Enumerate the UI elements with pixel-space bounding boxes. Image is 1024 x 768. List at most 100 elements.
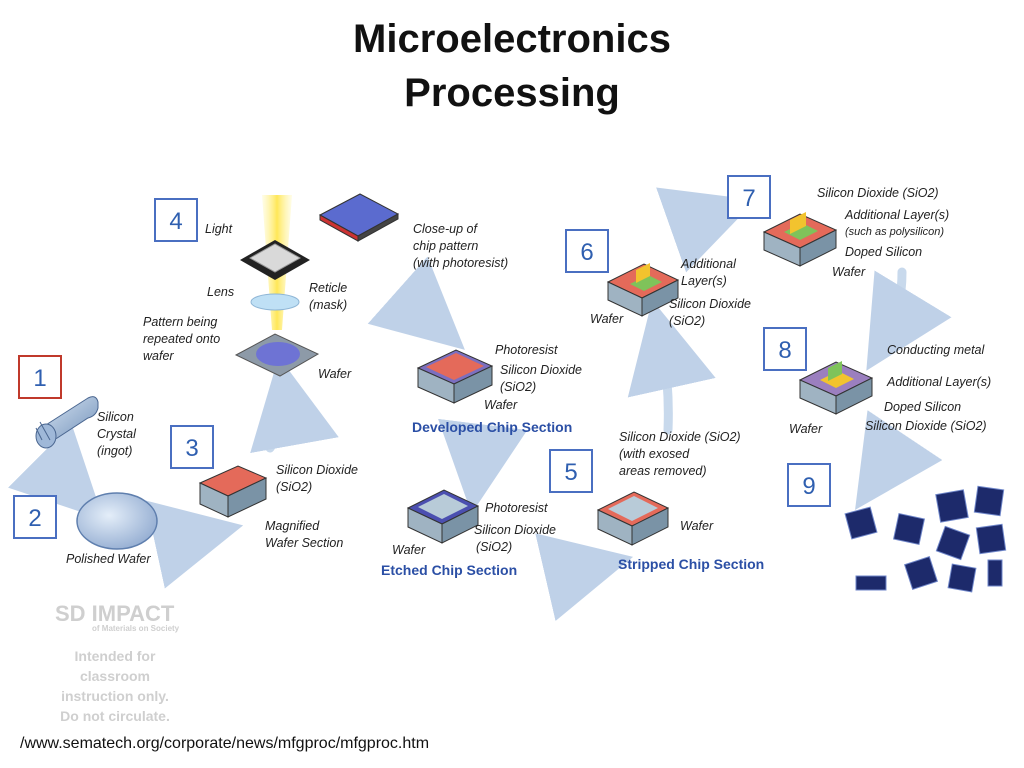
- label-silicon-dioxide-etch: Silicon Dioxide: [474, 523, 556, 537]
- label-reticle: Reticle: [309, 281, 347, 295]
- label-doped-silicon-7: Doped Silicon: [845, 245, 922, 259]
- step-9-box: 9: [787, 463, 831, 507]
- svg-text:2: 2: [28, 505, 41, 532]
- label-photoresist-dev: Photoresist: [495, 343, 558, 357]
- svg-text:3: 3: [185, 435, 198, 462]
- arrow-2-to-3: [145, 500, 244, 589]
- step-3-box: 3: [170, 425, 214, 469]
- flow-arrows: [7, 187, 952, 621]
- finished-chips: [844, 485, 1007, 593]
- page-title-line2: Processing: [404, 71, 620, 115]
- label-lens: Lens: [207, 285, 234, 299]
- watermark-line3: instruction only.: [61, 688, 169, 704]
- closeup-chip-pattern: [318, 193, 400, 242]
- label-pattern-being: Pattern being: [143, 315, 217, 329]
- label-wafer-7: Wafer: [832, 265, 866, 279]
- step-1-box: 1: [18, 355, 62, 399]
- watermark-logo: SD IMPACT: [55, 601, 175, 626]
- step-7-box: 7: [727, 175, 771, 219]
- label-areas-removed: areas removed): [619, 464, 707, 478]
- label-silicon-dioxide-sio2-8: Silicon Dioxide (SiO2): [865, 419, 987, 433]
- label-doped-silicon-8: Doped Silicon: [884, 400, 961, 414]
- label-such-as-polysilicon: (such as polysilicon): [845, 226, 944, 238]
- developed-chip-block: [416, 349, 494, 404]
- source-url: /www.sematech.org/corporate/news/mfgproc…: [20, 735, 430, 752]
- label-silicon-dioxide-sio2-5: Silicon Dioxide (SiO2): [619, 430, 741, 444]
- label-wafer-8: Wafer: [789, 422, 823, 436]
- label-sio2-6: (SiO2): [669, 314, 705, 328]
- label-mask: (mask): [309, 298, 347, 312]
- arrow-etch-to-5: [535, 533, 634, 621]
- label-silicon-dioxide-sio2-7: Silicon Dioxide (SiO2): [817, 186, 939, 200]
- label-silicon-dioxide-dev: Silicon Dioxide: [500, 363, 582, 377]
- svg-text:9: 9: [802, 473, 815, 500]
- label-layers-6: Layer(s): [681, 274, 727, 288]
- step-2-box: 2: [13, 495, 57, 539]
- watermark-line2: classroom: [79, 668, 151, 684]
- step-8-box: 8: [763, 327, 807, 371]
- svg-text:5: 5: [564, 459, 577, 486]
- label-closeup: Close-up of: [413, 222, 478, 236]
- label-light: Light: [205, 222, 233, 236]
- label-crystal: Crystal: [97, 427, 137, 441]
- label-repeated-onto: repeated onto: [143, 332, 220, 346]
- svg-text:4: 4: [169, 208, 182, 235]
- arrow-5-to-6: [627, 299, 716, 435]
- label-wafer-5: Wafer: [680, 519, 714, 533]
- label-wafer-4: Wafer: [318, 367, 352, 381]
- svg-text:7: 7: [742, 185, 755, 212]
- arrow-8-to-9: [855, 410, 943, 510]
- step-5-box: 5: [549, 449, 593, 493]
- arrow-dev-to-etch: [438, 418, 528, 514]
- arrow-6-to-7: [656, 187, 756, 273]
- label-sio2-dev: (SiO2): [500, 380, 536, 394]
- silicon-ingot-illustration: [35, 396, 99, 449]
- label-polished-wafer: Polished Wafer: [66, 552, 151, 566]
- label-silicon-dioxide-6: Silicon Dioxide: [669, 297, 751, 311]
- watermark-line4: Do not circulate.: [60, 708, 170, 724]
- label-wafer-section: Wafer Section: [265, 536, 343, 550]
- polished-wafer-illustration: [76, 492, 158, 550]
- arrow-3-to-4: [250, 356, 339, 454]
- label-photoresist-etch: Photoresist: [485, 501, 548, 515]
- label-ingot: (ingot): [97, 444, 132, 458]
- svg-text:6: 6: [580, 239, 593, 266]
- etched-chip-block: [406, 489, 480, 544]
- doped-silicon-block-7: [762, 212, 838, 267]
- label-stripped-chip-section: Stripped Chip Section: [618, 556, 764, 572]
- watermark-logo-sub: of Materials on Society: [92, 624, 180, 633]
- label-sio2-etch: (SiO2): [476, 540, 512, 554]
- svg-text:1: 1: [33, 365, 46, 392]
- label-additional-layers-7: Additional Layer(s): [844, 208, 949, 222]
- label-additional-6: Additional: [680, 257, 737, 271]
- arrow-7-to-8: [866, 267, 952, 371]
- label-silicon: Silicon: [97, 410, 134, 424]
- additional-layer-block-6: [606, 263, 680, 317]
- label-developed-chip-section: Developed Chip Section: [412, 419, 572, 435]
- step-6-box: 6: [565, 229, 609, 273]
- label-chip-pattern: chip pattern: [413, 239, 478, 253]
- label-wafer-lowercase: wafer: [143, 349, 174, 363]
- label-sio2-3: (SiO2): [276, 480, 312, 494]
- label-etched-chip-section: Etched Chip Section: [381, 562, 517, 578]
- label-magnified: Magnified: [265, 519, 320, 533]
- label-wafer-etch: Wafer: [392, 543, 426, 557]
- label-additional-layers-8: Additional Layer(s): [886, 375, 991, 389]
- step-4-box: 4: [154, 198, 198, 242]
- label-silicon-dioxide-3: Silicon Dioxide: [276, 463, 358, 477]
- label-wafer-6: Wafer: [590, 312, 624, 326]
- page-title-line1: Microelectronics: [353, 17, 671, 61]
- label-wafer-dev: Wafer: [484, 398, 518, 412]
- label-with-exosed: (with exosed: [619, 447, 690, 461]
- arrow-1-to-2: [7, 423, 104, 520]
- oxidized-wafer-block: [198, 465, 268, 518]
- conducting-metal-block-8: [798, 361, 874, 415]
- label-with-photoresist: (with photoresist): [413, 256, 508, 270]
- svg-text:8: 8: [778, 337, 791, 364]
- lithography-illustration: [234, 195, 320, 377]
- watermark-line1: Intended for: [74, 648, 156, 664]
- label-conducting-metal: Conducting metal: [887, 343, 986, 357]
- stripped-chip-block: [596, 491, 670, 546]
- arrow-4-to-dev: [367, 256, 465, 350]
